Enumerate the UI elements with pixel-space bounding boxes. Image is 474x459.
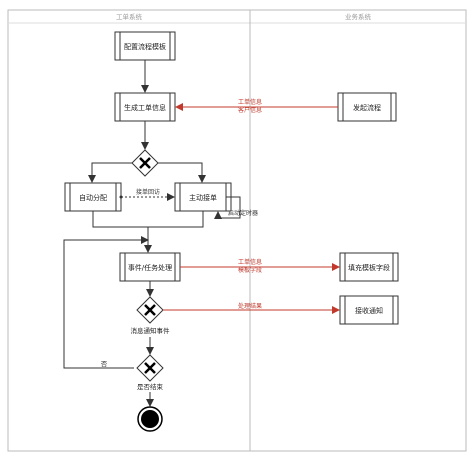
edge-auto-assign-merge xyxy=(92,211,148,228)
edge-decision-to-auto-assign xyxy=(88,162,132,183)
edge-label-no: 否 xyxy=(101,360,108,368)
node-launch-process[interactable] xyxy=(337,92,397,122)
lane-title-right: 业务系统 xyxy=(345,12,372,21)
edge-decision-to-active-accept xyxy=(158,162,206,183)
node-launch-process-label: 发起流程 xyxy=(353,103,381,112)
decision-gateway-2[interactable] xyxy=(136,296,164,324)
decision-gateway-1[interactable] xyxy=(131,149,159,177)
node-generate-ticket-label: 生成工单信息 xyxy=(124,103,166,112)
decision-2-label: 消息通知事件 xyxy=(131,326,171,335)
decision-3-label: 是否结束 xyxy=(137,382,164,391)
node-fill-template-fields[interactable] xyxy=(339,252,399,282)
node-fill-template-fields-label: 填充模板字段 xyxy=(348,263,390,272)
edge-label-ticket-info-2: 工单信息 xyxy=(238,258,262,266)
node-config-template[interactable] xyxy=(114,31,176,61)
node-config-template-label: 配置流程模板 xyxy=(124,42,166,51)
edge-accept-rollback-start-dot xyxy=(119,195,123,199)
node-event-handle-label: 事件/任务处理 xyxy=(128,263,172,272)
lane-title-left: 工单系统 xyxy=(116,12,143,21)
edge-label-start-timer: 启动定时器 xyxy=(228,209,258,217)
edge-label-template-fields: 模板字段 xyxy=(238,266,262,274)
node-auto-assign-label: 自动分配 xyxy=(79,193,107,202)
edge-start-timer-loop xyxy=(214,196,241,219)
edge-loop-back xyxy=(63,236,149,369)
node-event-handle[interactable] xyxy=(119,252,181,282)
edge-label-accept-rollback: 接单回访 xyxy=(136,188,160,196)
swimlane-frame xyxy=(7,9,467,452)
end-node[interactable] xyxy=(137,406,163,432)
decision-gateway-3[interactable] xyxy=(136,354,164,382)
edge-label-customer-info: 客户信息 xyxy=(238,106,262,114)
node-active-accept-label: 主动接单 xyxy=(189,193,217,202)
node-receive-notice-label: 接收通知 xyxy=(355,306,383,315)
edge-label-process-result: 处理结果 xyxy=(238,302,262,310)
edge-label-ticket-info: 工单信息 xyxy=(238,98,262,106)
node-receive-notice[interactable] xyxy=(339,295,399,325)
edge-active-accept-merge xyxy=(148,211,204,228)
